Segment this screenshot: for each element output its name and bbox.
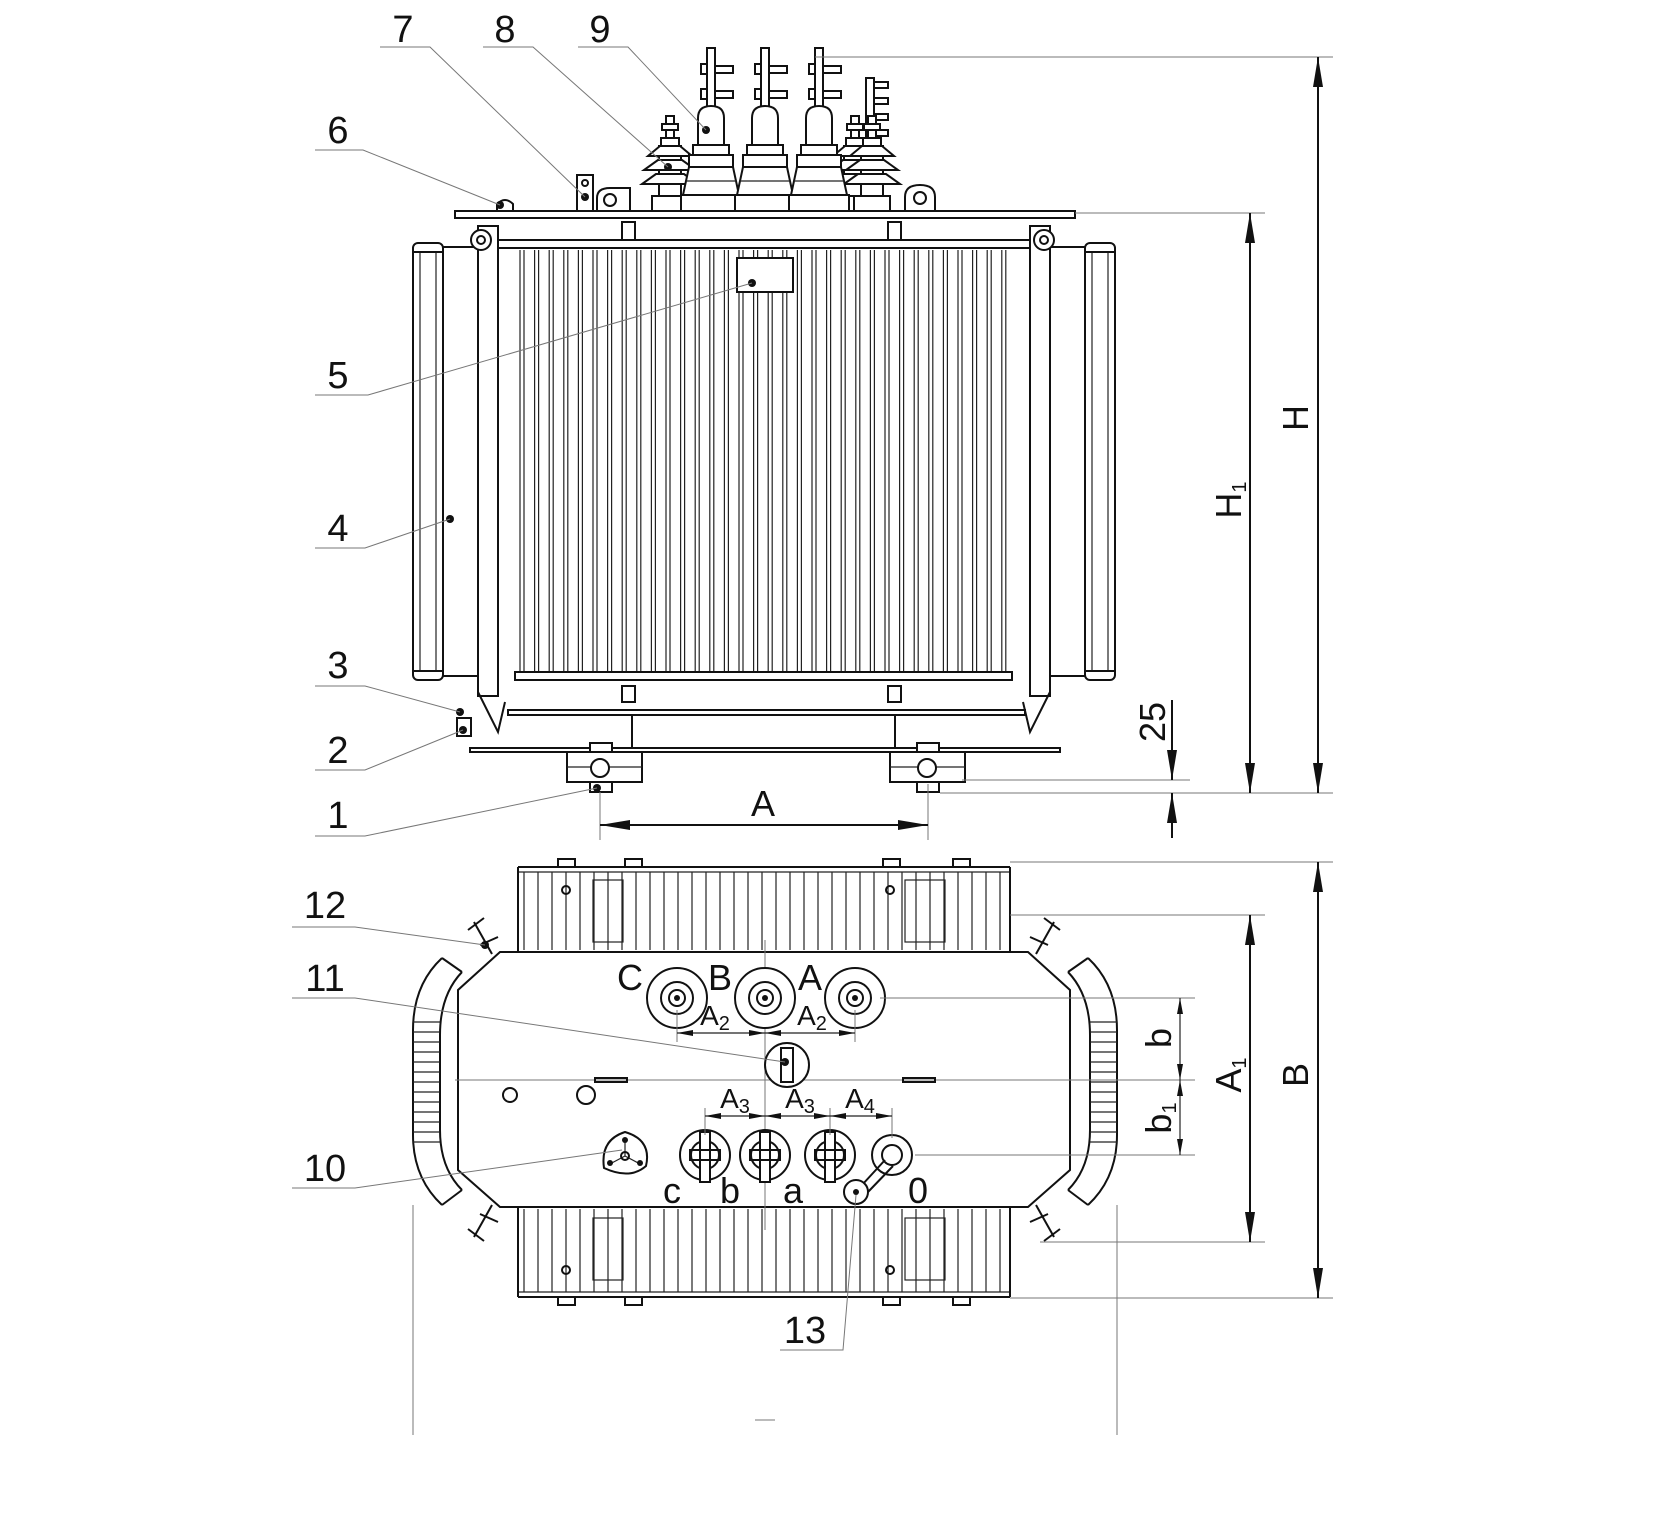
callout-2: 2 xyxy=(327,730,348,772)
dimension-label-b1: b1 xyxy=(1138,1102,1181,1133)
dimension-lines-plan xyxy=(412,861,1333,1435)
callout-7: 7 xyxy=(392,9,413,51)
tank-lifting-lug-left xyxy=(470,229,492,251)
corner-bracket-bottom-right xyxy=(1029,1204,1061,1242)
plan-hole-left xyxy=(502,1087,518,1103)
phase-label-c: c xyxy=(663,1170,681,1211)
dimension-label-A2-right: A2 xyxy=(797,1000,827,1035)
dimension-lines-front xyxy=(599,56,1333,840)
wheel-carriage-left xyxy=(566,742,643,793)
plan-callout-leaders xyxy=(292,926,857,1351)
hv-bushing-9 xyxy=(680,47,742,212)
phase-label-C: C xyxy=(617,957,643,998)
corner-bracket-top-left xyxy=(467,917,499,955)
plan-hv-bushing-B xyxy=(734,967,796,1029)
tank-lower-frame xyxy=(469,671,1061,753)
front-elevation: 7 8 9 6 5 4 3 2 1 A H H1 25 xyxy=(315,9,1333,840)
cover-lug-right xyxy=(904,183,936,212)
tank-lifting-lug-right xyxy=(1033,229,1055,251)
hv-bushing-center xyxy=(734,47,796,212)
tank-frame xyxy=(477,221,1051,697)
front-radiator-fins xyxy=(519,250,1007,672)
callout-10: 10 xyxy=(304,1148,346,1190)
callout-4: 4 xyxy=(327,508,348,550)
plan-lv-bushing-0 xyxy=(861,1134,913,1193)
front-callout-leaders xyxy=(315,46,753,837)
plan-bushing-spacing-dimensions xyxy=(676,1010,893,1138)
right-side-cooler xyxy=(1050,242,1116,681)
callout-9: 9 xyxy=(589,9,610,51)
valve-6 xyxy=(496,199,514,212)
callout-1: 1 xyxy=(327,795,348,837)
wheel-carriage-right xyxy=(889,742,966,793)
dimension-label-25: 25 xyxy=(1132,702,1173,742)
callout-8: 8 xyxy=(494,9,515,51)
plan-radiator-top xyxy=(517,858,1011,952)
plan-lv-bushing-c xyxy=(679,1129,731,1183)
hv-bushing-right xyxy=(788,47,850,212)
dimension-label-A3-right: A3 xyxy=(785,1083,815,1118)
thermometer-pocket-7 xyxy=(576,174,594,212)
dimension-label-H1: H1 xyxy=(1208,481,1251,518)
callout-3: 3 xyxy=(327,645,348,687)
dimension-label-A2-left: A2 xyxy=(700,1000,730,1035)
phase-label-b: b xyxy=(720,1170,740,1211)
corner-bracket-top-right xyxy=(1029,917,1061,955)
plan-lv-bushing-b xyxy=(739,1129,791,1183)
plan-lv-bushing-a xyxy=(804,1129,856,1183)
plan-fitting-11 xyxy=(764,1042,810,1088)
plan-fitting-13 xyxy=(843,1179,869,1205)
dimension-label-A3-left: A3 xyxy=(720,1083,750,1118)
callout-5: 5 xyxy=(327,355,348,397)
left-side-cooler xyxy=(412,242,478,681)
tank-cover xyxy=(454,210,1076,219)
callout-13: 13 xyxy=(784,1310,826,1352)
dimension-label-A4: A4 xyxy=(845,1083,875,1118)
phase-label-a: a xyxy=(783,1170,804,1211)
corner-bracket-bottom-left xyxy=(467,1204,499,1242)
dimension-label-A1: A1 xyxy=(1208,1057,1251,1092)
dimension-label-H: H xyxy=(1275,405,1316,431)
phase-label-0: 0 xyxy=(908,1170,928,1211)
callout-12: 12 xyxy=(304,885,346,927)
plan-view: C B A c b a 0 A2 A2 A3 A3 A4 xyxy=(292,858,1333,1435)
dimension-label-b: b xyxy=(1138,1028,1179,1048)
callout-11: 11 xyxy=(305,958,344,1000)
dimension-label-A: A xyxy=(751,783,775,824)
callout-6: 6 xyxy=(327,110,348,152)
plan-radiator-bottom xyxy=(517,1207,1011,1306)
plan-radiator-fins xyxy=(523,872,1001,1292)
phase-label-A: A xyxy=(798,957,822,998)
plan-hole-right xyxy=(576,1085,596,1105)
plan-radiator-details xyxy=(561,879,946,1281)
plan-fitting-10 xyxy=(602,1130,648,1175)
plan-cooler-ribs xyxy=(413,1021,1117,1143)
nameplate xyxy=(736,257,794,293)
phase-label-B: B xyxy=(708,957,732,998)
cover-lug-left xyxy=(596,187,631,212)
dimension-label-B: B xyxy=(1275,1063,1316,1087)
